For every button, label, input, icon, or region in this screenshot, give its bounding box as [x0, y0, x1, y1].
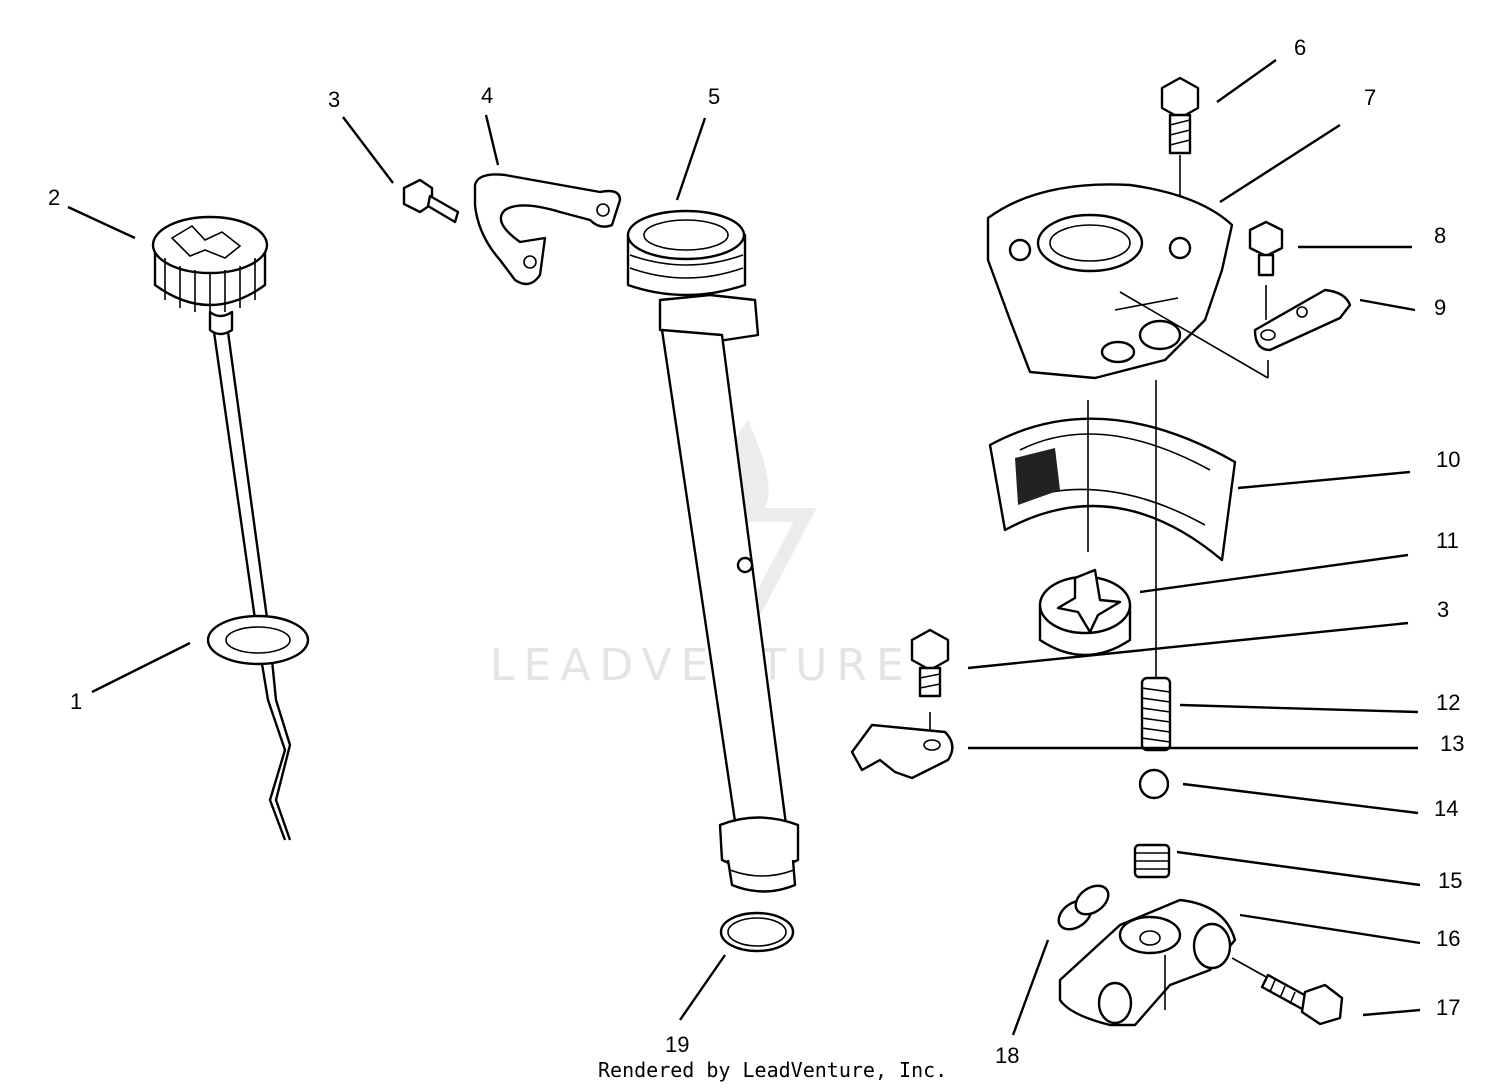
callout-1: 1 [70, 689, 82, 714]
part-bolt-17 [1231, 957, 1344, 1026]
callout-19: 19 [665, 1032, 689, 1057]
part-bolt-3-lower [910, 628, 950, 738]
callout-2: 2 [48, 185, 60, 210]
part-bolt-3-top [402, 178, 460, 224]
part-spring [1140, 380, 1172, 752]
callout-4: 4 [481, 83, 493, 108]
part-o-ring-19 [719, 911, 795, 953]
part-valve-body [1058, 898, 1237, 1027]
footer-credit: Rendered by LeadVenture, Inc. [598, 1058, 947, 1082]
leader-lines [67, 59, 1421, 1036]
callout-18: 18 [995, 1043, 1019, 1068]
callout-10: 10 [1436, 447, 1460, 472]
callout-14: 14 [1434, 796, 1458, 821]
callout-numbers: 1 2 3 4 5 6 7 8 9 10 11 3 12 13 14 15 16… [48, 35, 1464, 1068]
part-impeller [1038, 400, 1132, 657]
part-bracket-13 [850, 723, 954, 780]
callout-3-top: 3 [328, 87, 340, 112]
part-bolt-8 [1248, 220, 1284, 320]
callout-3-lower: 3 [1437, 597, 1449, 622]
part-ball [1138, 768, 1170, 800]
part-clamp [473, 173, 622, 286]
callout-15: 15 [1438, 868, 1462, 893]
callout-5: 5 [708, 84, 720, 109]
callout-9: 9 [1434, 295, 1446, 320]
part-bracket-9 [1253, 288, 1352, 352]
part-housing [986, 183, 1269, 380]
callout-17: 17 [1436, 995, 1460, 1020]
callout-7: 7 [1364, 85, 1376, 110]
callout-13: 13 [1440, 731, 1464, 756]
part-o-rings-18 [1057, 884, 1110, 931]
callout-16: 16 [1436, 926, 1460, 951]
callout-6: 6 [1294, 35, 1306, 60]
callout-11: 11 [1436, 528, 1459, 553]
callout-8: 8 [1434, 223, 1446, 248]
part-fill-tube [626, 209, 800, 893]
part-bolt-6 [1160, 76, 1200, 240]
callout-12: 12 [1436, 690, 1460, 715]
part-dipstick [151, 215, 310, 841]
part-plug [1133, 843, 1171, 879]
watermark-text: LEADVENTURE [490, 640, 913, 691]
part-filter [988, 417, 1237, 562]
